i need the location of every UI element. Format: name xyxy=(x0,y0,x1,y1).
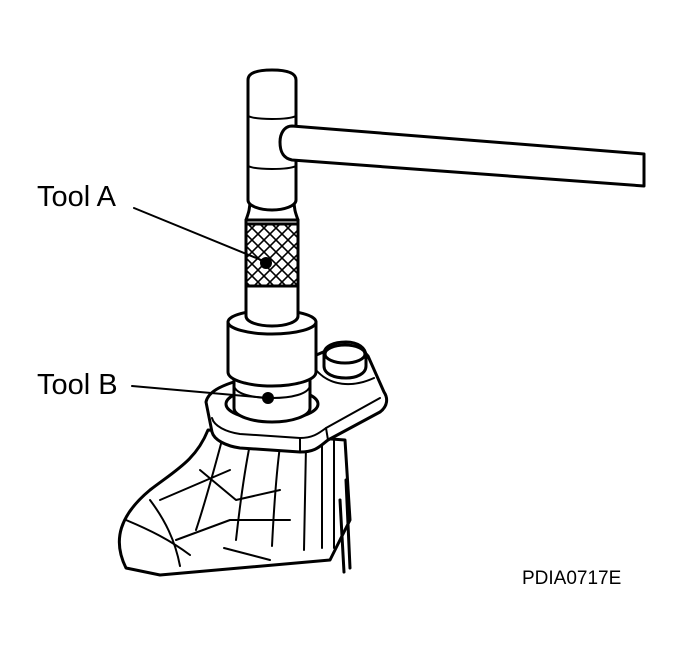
figure-code: PDIA0717E xyxy=(522,568,621,589)
tool-a-drift xyxy=(244,68,300,328)
callout-leaders xyxy=(131,207,274,404)
tool-b-label: Tool B xyxy=(37,369,118,401)
housing xyxy=(117,428,352,577)
hammer-handle xyxy=(278,124,646,188)
tool-a-label: Tool A xyxy=(37,181,117,213)
